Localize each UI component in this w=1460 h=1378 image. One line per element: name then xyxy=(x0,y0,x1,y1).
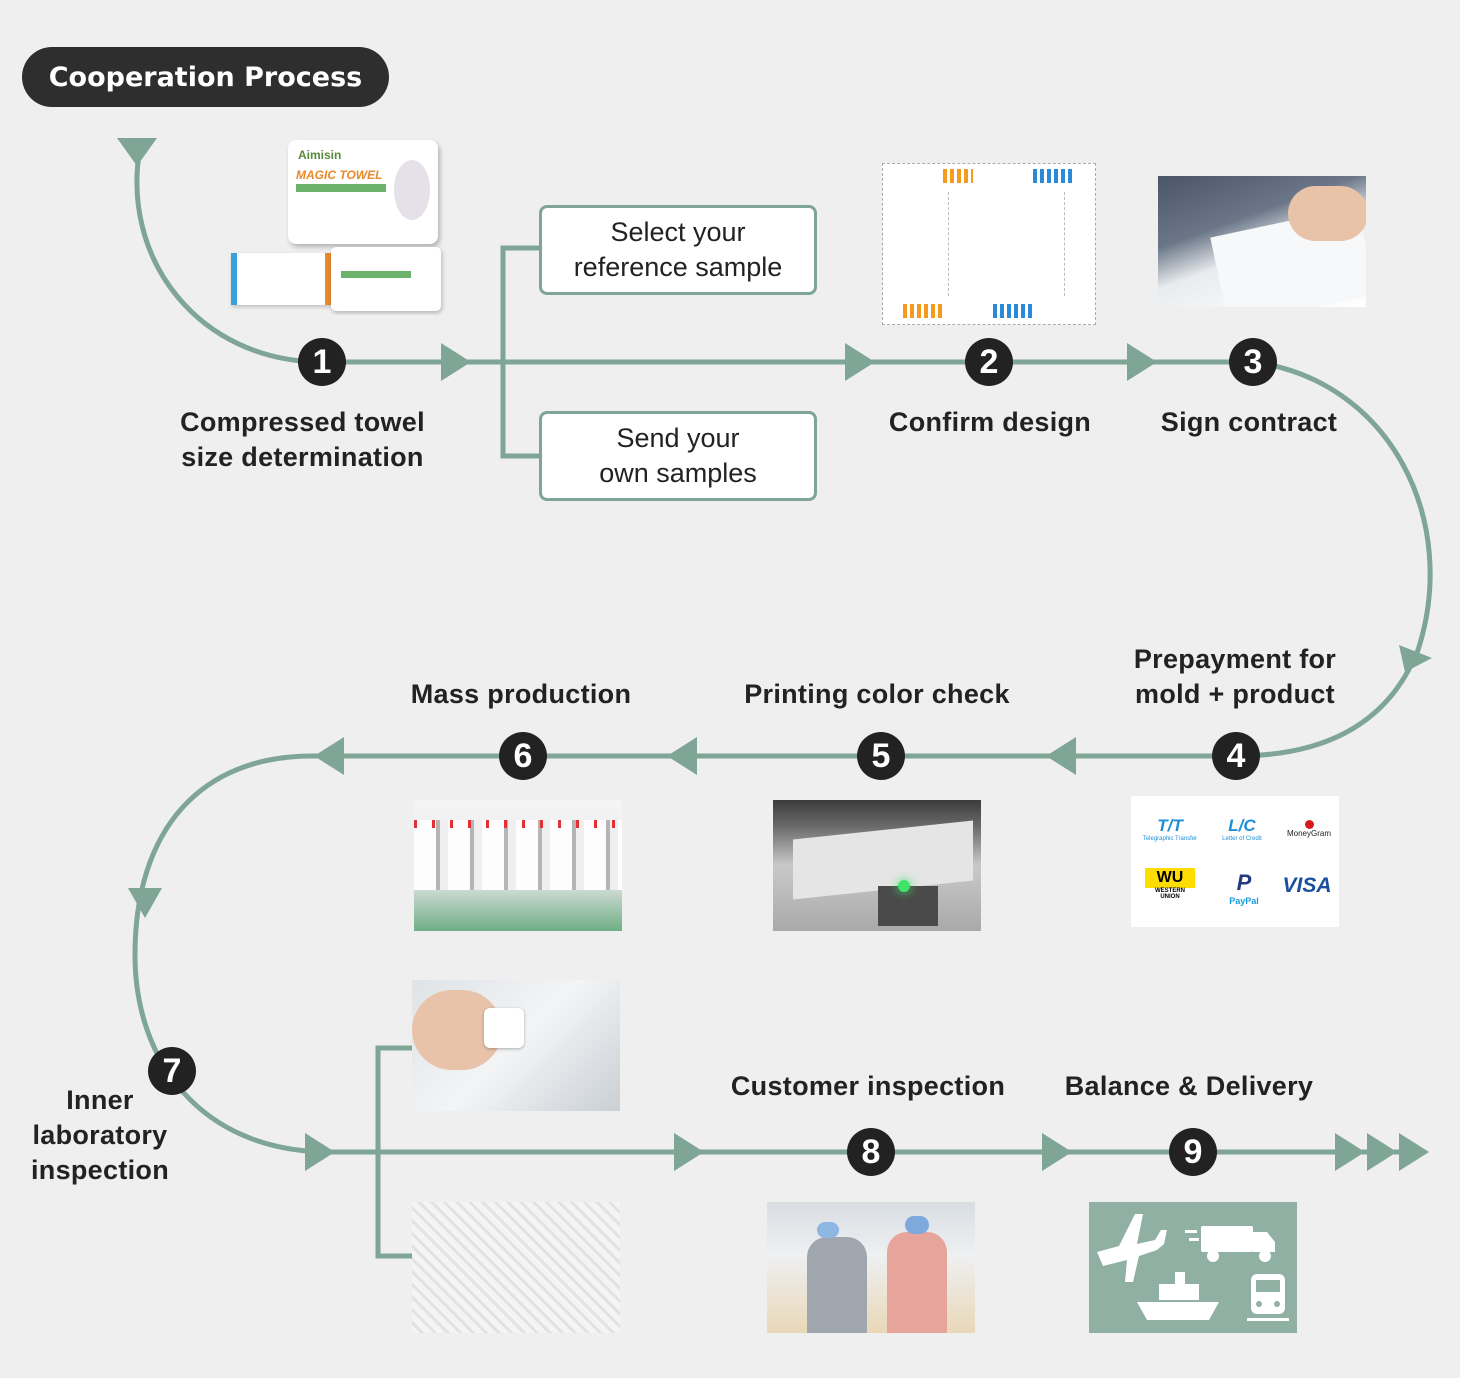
step-7-label-line2: laboratory xyxy=(32,1120,168,1150)
flow-lab-bracket xyxy=(375,1045,415,1259)
step-6-label: Mass production xyxy=(410,679,632,709)
arrow-row1-a xyxy=(441,343,471,381)
compressed-tablet xyxy=(484,1008,524,1048)
step-1-label: Compressed towel size determination xyxy=(150,405,455,475)
arrow-row2-c xyxy=(314,737,344,775)
arrow-row3-d xyxy=(1335,1133,1365,1171)
lc-logo: L/C xyxy=(1228,816,1256,835)
small-package-right xyxy=(331,247,441,311)
step-4-label-line2: mold + product xyxy=(1135,679,1335,709)
arrow-row2-b xyxy=(667,737,697,775)
step-8-label: Customer inspection xyxy=(730,1071,1006,1101)
step-7-label-line1: Inner xyxy=(66,1085,134,1115)
printing-color-check-image xyxy=(773,800,981,931)
large-package: Aimisin MAGIC TOWEL xyxy=(288,140,438,244)
arrow-row1-b xyxy=(845,343,875,381)
step-9-label: Balance & Delivery xyxy=(1064,1071,1314,1101)
towel-package-image: Aimisin MAGIC TOWEL xyxy=(226,135,448,315)
moneygram-logo: MoneyGram xyxy=(1286,829,1331,838)
step-7-label: Inner laboratory inspection xyxy=(10,1083,190,1188)
western-union-logo: WU xyxy=(1145,868,1195,888)
mass-production-image xyxy=(414,800,622,931)
inspector-2 xyxy=(887,1232,947,1333)
airplane-icon xyxy=(1097,1214,1167,1282)
design-dieline-image xyxy=(882,163,1096,325)
tt-sub: Telegraphic Transfer xyxy=(1142,836,1198,842)
customer-inspection-image xyxy=(767,1202,975,1333)
step-4-badge: 4 xyxy=(1212,732,1260,780)
step-1-badge: 1 xyxy=(298,338,346,386)
hand xyxy=(1288,186,1366,241)
arrow-row3-a xyxy=(305,1133,335,1171)
western-union-sub: WESTERN UNION xyxy=(1155,888,1185,900)
arrow-left-curve xyxy=(128,888,162,918)
flow-entry-curve xyxy=(134,145,325,365)
arrow-row1-c xyxy=(1127,343,1157,381)
select-reference-sample-option: Select your reference sample xyxy=(539,205,817,295)
step-3-label: Sign contract xyxy=(1160,407,1338,437)
step-2-badge: 2 xyxy=(965,338,1013,386)
tablet-in-water-image xyxy=(412,980,620,1111)
step-1-label-line1: Compressed towel xyxy=(180,407,425,437)
step-3-badge: 3 xyxy=(1229,338,1277,386)
ship-icon xyxy=(1137,1272,1219,1320)
step-5-badge: 5 xyxy=(857,732,905,780)
step-4-label-line1: Prepayment for xyxy=(1133,644,1337,674)
step-6-badge: 6 xyxy=(499,732,547,780)
truck-icon xyxy=(1185,1226,1275,1262)
step-9-badge: 9 xyxy=(1169,1128,1217,1176)
step-8-badge: 8 xyxy=(847,1128,895,1176)
step-7-label-line3: inspection xyxy=(30,1155,169,1185)
send-own-samples-option: Send your own samples xyxy=(539,411,817,501)
arrow-right-curve xyxy=(1399,645,1432,672)
package-brand: Aimisin xyxy=(298,148,342,162)
arrow-row3-e xyxy=(1367,1133,1397,1171)
expanded-towel-image xyxy=(412,1202,620,1333)
step-5-label: Printing color check xyxy=(744,679,1010,709)
send-option-line1: Send your xyxy=(616,423,740,453)
payment-methods-image: T/T Telegraphic Transfer L/C Letter of C… xyxy=(1131,796,1339,927)
sign-contract-image xyxy=(1158,176,1366,307)
arrow-row3-b xyxy=(674,1133,704,1171)
select-option-line2: reference sample xyxy=(573,252,783,282)
tt-logo: T/T xyxy=(1157,816,1183,835)
send-option-line2: own samples xyxy=(599,458,757,488)
delivery-methods-image xyxy=(1089,1202,1297,1333)
paypal-icon: P xyxy=(1236,870,1252,895)
moneygram-icon xyxy=(1304,820,1314,829)
inspector-1 xyxy=(807,1237,867,1333)
package-name: MAGIC TOWEL xyxy=(296,168,383,182)
flow-right-curve xyxy=(1233,359,1433,759)
cotton-flower xyxy=(394,160,430,220)
paypal-logo: PayPal xyxy=(1229,896,1259,906)
indicator-light xyxy=(898,880,910,892)
arrow-row3-f xyxy=(1399,1133,1429,1171)
flow-left-curve xyxy=(132,753,333,1155)
page-title: Cooperation Process xyxy=(22,47,389,107)
visa-logo: VISA xyxy=(1282,874,1332,897)
step-7-badge: 7 xyxy=(148,1047,196,1095)
arrow-row2-a xyxy=(1046,737,1076,775)
arrow-entry xyxy=(117,138,157,166)
small-package-left xyxy=(231,253,331,305)
step-4-label: Prepayment for mold + product xyxy=(1100,642,1370,712)
step-1-label-line2: size determination xyxy=(181,442,424,472)
delivery-icons xyxy=(1097,1214,1289,1321)
select-option-line1: Select your xyxy=(610,217,746,247)
step-2-label: Confirm design xyxy=(888,407,1092,437)
arrow-row3-c xyxy=(1042,1133,1072,1171)
lc-sub: Letter of Credit xyxy=(1222,836,1262,842)
flow-branch-bracket xyxy=(500,245,544,459)
